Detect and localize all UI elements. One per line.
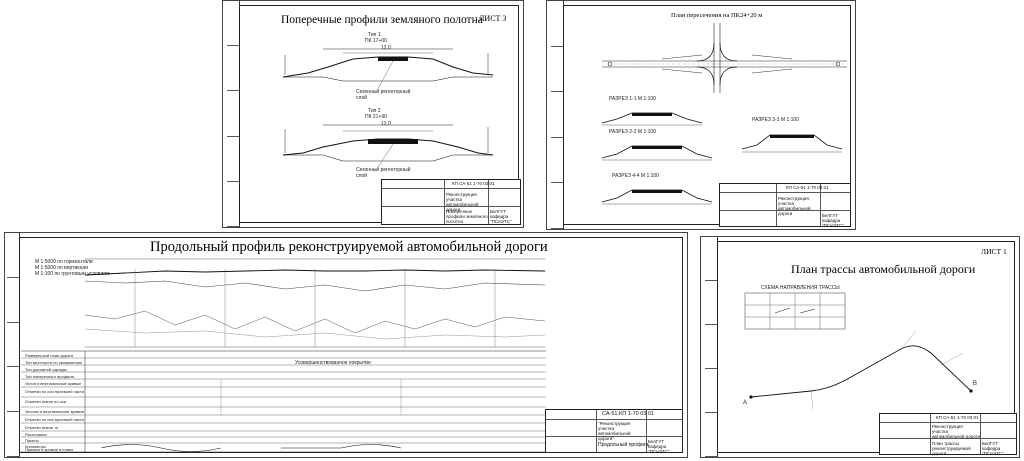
doc-code: КП СА-51 1-70 03 01 bbox=[936, 415, 979, 420]
cross-section-type2 bbox=[282, 124, 494, 168]
section-4-drawing bbox=[601, 189, 713, 205]
section-1-label: РАЗРЕЗ 1-1 М 1:100 bbox=[609, 96, 656, 102]
section-3-drawing bbox=[741, 134, 843, 153]
width-dim-1: 12,0 bbox=[381, 45, 391, 51]
row-label-km: Километры bbox=[25, 444, 46, 449]
sheet-title: План пересечения на ПК24+20 м bbox=[671, 12, 763, 19]
title-block: КП СА-51 1-70 03 01 Реконструкция участк… bbox=[719, 183, 851, 228]
drawing-frame bbox=[563, 5, 851, 225]
row-label-design-elev-2: Отметки по оси проезжей части bbox=[25, 417, 84, 422]
layer-note-1: Сезонный регенторный слой bbox=[356, 89, 411, 101]
section-4-label: РАЗРЕЗ 4-4 М 1:100 bbox=[612, 173, 659, 179]
drawing-frame bbox=[239, 5, 519, 223]
stamp-subtitle: Поперечные профили земляного полотна bbox=[446, 209, 488, 224]
drawing-frame bbox=[717, 241, 1015, 453]
stamp-title: "Реконструкция участка автомобильной дор… bbox=[598, 421, 631, 441]
sheet-number: ЛИСТ 1 bbox=[981, 247, 1007, 256]
sheet-longitudinal-profile[interactable]: Продольный профиль реконструируемой авто… bbox=[4, 232, 688, 458]
row-label-grades: Уклон и вертикальные кривые bbox=[25, 381, 82, 386]
stamp-title: Реконструкция участка автомобильной доро… bbox=[778, 196, 811, 216]
row-label-plan: Развернутый план дороги bbox=[25, 353, 74, 358]
stamp-org: БелГУТ кафедра "ПСиЭТС" bbox=[982, 441, 1004, 456]
title-block: СА-51.КП 1-70 03 01 "Реконструкция участ… bbox=[545, 409, 683, 454]
cross-section-type1 bbox=[282, 48, 494, 90]
sheet-cross-sections[interactable]: Поперечные профили земляного полотна ЛИС… bbox=[222, 0, 524, 228]
route-scheme-table bbox=[744, 292, 846, 330]
section-2-drawing bbox=[601, 145, 713, 161]
row-label-distances: Расстояния bbox=[25, 432, 47, 437]
type1-picket: ПК 17+00 bbox=[365, 38, 387, 44]
doc-code: КП СА-51 1-70 03 01 bbox=[452, 181, 495, 186]
section-3-label: РАЗРЕЗ 3-3 М 1:100 bbox=[752, 117, 799, 123]
stamp-subtitle: План трассы реконструируемой дороги bbox=[932, 441, 971, 456]
stamp-org: БелГУТ кафедра "ПСиЭТС" bbox=[490, 209, 512, 224]
section-2-label: РАЗРЕЗ 2-2 М 1:100 bbox=[609, 129, 656, 135]
width-dim-2: 12,0 bbox=[381, 121, 391, 127]
scale-vertical: М 1:5000 по вертикали bbox=[35, 265, 89, 271]
stamp-subtitle: Продольный профиль bbox=[598, 442, 650, 448]
section-1-drawing bbox=[601, 112, 703, 126]
stamp-org: БелГУТ кафедра "ПСиЭТС" bbox=[648, 439, 670, 454]
title-block: КП СА-51 1-70 03 01 Реконструкция участк… bbox=[381, 179, 521, 225]
row-label-moisture: Тип местности по увлажнению bbox=[25, 360, 82, 365]
intersection-plan-drawing bbox=[602, 23, 847, 93]
route-alignment bbox=[749, 330, 973, 410]
sheet-route-plan[interactable]: ЛИСТ 1 План трассы автомобильной дороги … bbox=[700, 236, 1020, 458]
doc-code: СА-51.КП 1-70 03 01 bbox=[602, 411, 654, 417]
type2-label: Тип 2 bbox=[368, 108, 381, 114]
type2-picket: ПК 21+90 bbox=[365, 114, 387, 120]
sheet-title: Поперечные профили земляного полотна bbox=[281, 14, 483, 26]
drawing-frame bbox=[19, 237, 683, 453]
row-label-pickets: Пикеты bbox=[25, 438, 39, 443]
row-label-ground: Отметки земли, м bbox=[25, 425, 59, 430]
scheme-label: СХЕМА НАПРАВЛЕНИЯ ТРАССЫ bbox=[761, 285, 840, 291]
row-label-ground-elev: Отметки земли по оси bbox=[25, 399, 67, 404]
row-label-design-elev: Отметки по оси проезжей части bbox=[25, 389, 84, 394]
stamp-title: Реконструкция участка автомобильной доро… bbox=[446, 192, 479, 212]
stamp-title: Реконструкция участка автомобильной доро… bbox=[932, 424, 981, 439]
sheet-title: Продольный профиль реконструируемой авто… bbox=[150, 239, 548, 255]
row-label-cross-profile: Тип поперечного профиля bbox=[25, 374, 74, 379]
profile-data-grid bbox=[21, 350, 546, 453]
pavement-type: Усовершенствованное покрытие bbox=[295, 360, 371, 366]
layer-note-2: Сезонный регенторный слой bbox=[356, 167, 411, 179]
title-block: КП СА-51 1-70 03 01 Реконструкция участк… bbox=[879, 413, 1017, 456]
row-label-plan-curves: Прямые и кривые в плане bbox=[25, 447, 74, 452]
type1-label: Тип 1 bbox=[368, 32, 381, 38]
sheet-intersection-plan[interactable]: План пересечения на ПК24+20 м РАЗРЕЗ 1-1… bbox=[546, 0, 856, 230]
profile-drawing bbox=[84, 258, 546, 348]
scale-horizontal: М 1:5000 по горизонтали bbox=[35, 259, 93, 265]
point-a: A bbox=[743, 400, 748, 406]
sheet-number: ЛИСТ 3 bbox=[479, 14, 507, 23]
scale-soil: М 1:100 по грунтовым условиям bbox=[35, 271, 110, 277]
stamp-org: БелГУТ кафедра "ПСиЭТС" bbox=[822, 213, 844, 228]
point-b: B bbox=[973, 381, 978, 387]
doc-code: КП СА-51 1-70 03 01 bbox=[786, 185, 829, 190]
row-label-grades-2: Уклоны и вертикальные кривые bbox=[25, 409, 85, 414]
sheet-title: План трассы автомобильной дороги bbox=[791, 262, 976, 276]
row-label-pavement: Тип дорожной одежды bbox=[25, 367, 67, 372]
